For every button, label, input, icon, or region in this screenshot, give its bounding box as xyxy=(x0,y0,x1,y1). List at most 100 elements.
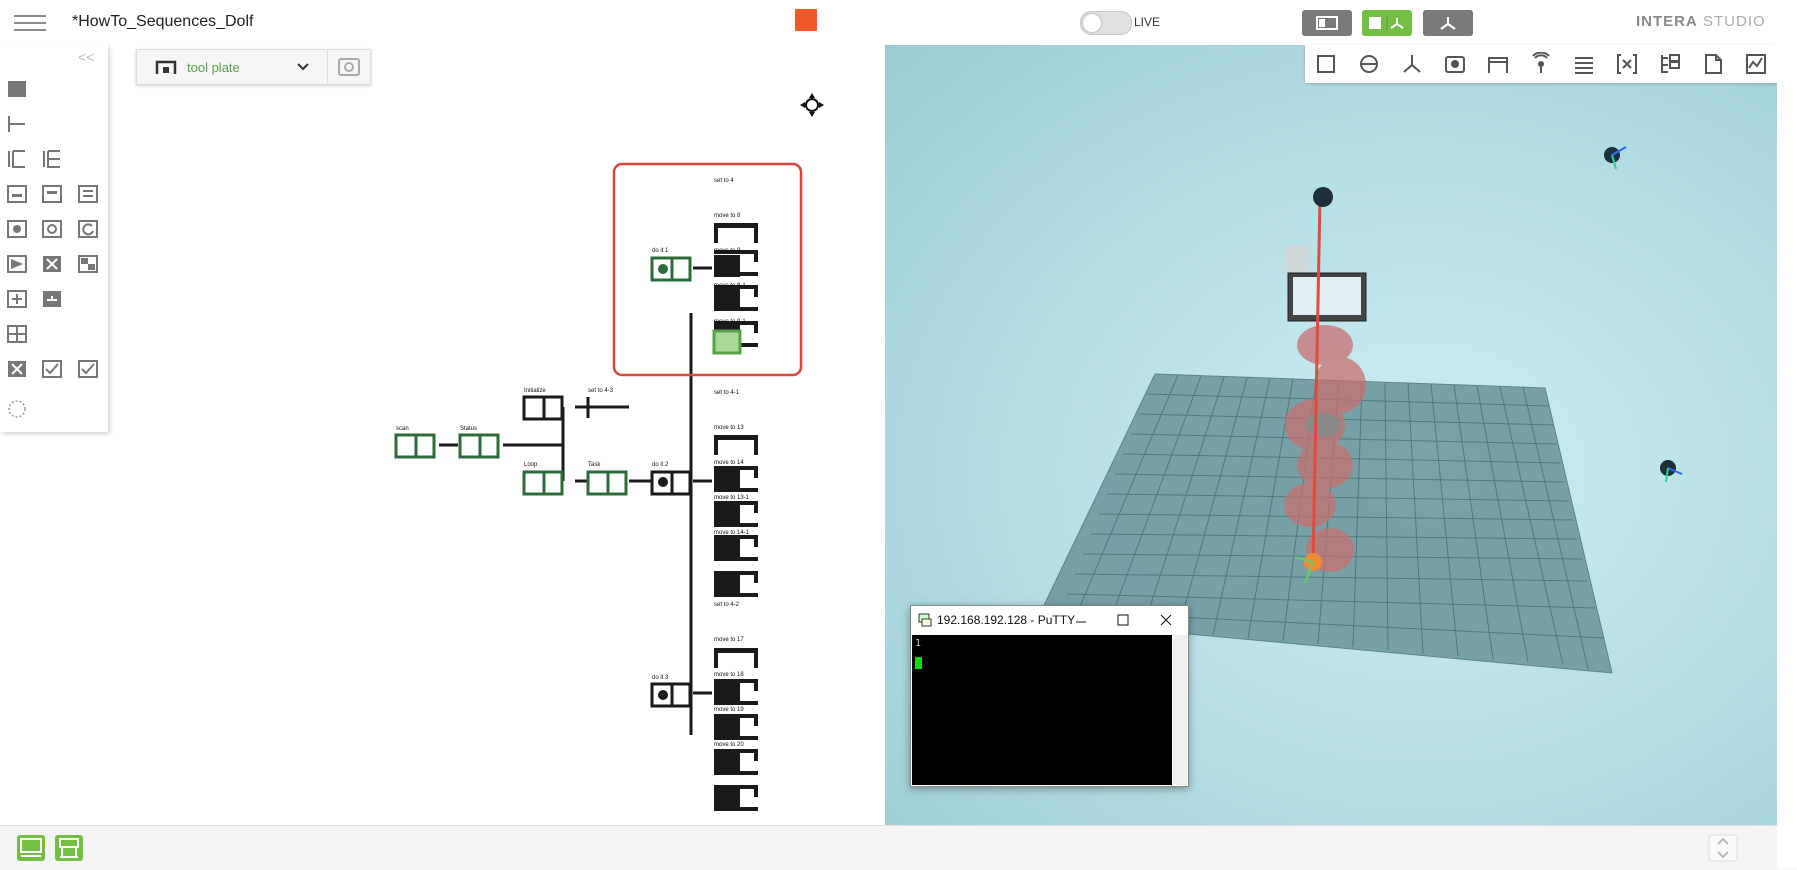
camera-view-icon[interactable] xyxy=(1443,52,1467,76)
graph-icon[interactable] xyxy=(1744,52,1768,76)
menu-icon[interactable] xyxy=(14,10,46,34)
variables-icon[interactable] xyxy=(1615,52,1639,76)
layers-icon[interactable] xyxy=(1572,52,1596,76)
divider xyxy=(327,50,328,84)
putty-terminal[interactable]: 1 xyxy=(912,635,1172,785)
viewport-toolbar xyxy=(1305,45,1777,83)
behavior-node-icon[interactable] xyxy=(7,80,27,98)
svg-text:do it 3: do it 3 xyxy=(652,675,669,681)
check-node-icon[interactable] xyxy=(78,360,98,378)
layout-split-icon[interactable] xyxy=(54,834,84,862)
toggle-knob xyxy=(1083,14,1101,32)
robot-scene xyxy=(1036,146,1683,674)
svg-text:Initialize: Initialize xyxy=(524,388,546,394)
svg-text:set to 4: set to 4 xyxy=(714,178,734,184)
tool-plate-icon xyxy=(155,60,177,74)
svg-text:do it 2: do it 2 xyxy=(652,462,669,468)
move-node-icon[interactable] xyxy=(42,185,62,203)
live-toggle[interactable] xyxy=(1080,11,1132,35)
svg-text:move to 9-1: move to 9-1 xyxy=(714,319,746,325)
window-edge xyxy=(1777,0,1797,869)
axes-toggle-icon[interactable] xyxy=(1400,52,1424,76)
svg-text:move to 14: move to 14 xyxy=(714,460,744,466)
svg-text:move to 19: move to 19 xyxy=(714,707,744,713)
move-to-node-icon[interactable] xyxy=(7,185,27,203)
fail-node-icon[interactable] xyxy=(7,360,27,378)
layout-single-icon[interactable] xyxy=(16,834,46,862)
maximize-icon[interactable] xyxy=(1116,613,1130,627)
svg-text:move to 17: move to 17 xyxy=(714,637,744,643)
bottom-bar xyxy=(0,825,1797,870)
behavior-tree-graph: scan Status Initialize set to 4-3 Loop T… xyxy=(394,162,803,811)
putty-scrollbar[interactable] xyxy=(1173,635,1187,785)
expand-panel-icon[interactable] xyxy=(1708,834,1738,862)
svg-text:move to 13-1: move to 13-1 xyxy=(714,495,750,501)
camera-icon[interactable] xyxy=(337,56,361,78)
terminal-cursor xyxy=(915,657,922,669)
success-node-icon[interactable] xyxy=(42,360,62,378)
sequence-node-icon[interactable] xyxy=(7,115,27,133)
grid-node-icon[interactable] xyxy=(7,325,27,343)
parallel-node-icon[interactable] xyxy=(42,150,62,168)
minimize-icon[interactable] xyxy=(1074,614,1088,628)
tool-selector-value: tool plate xyxy=(187,60,240,75)
svg-text:move to 8-1: move to 8-1 xyxy=(714,283,746,289)
split-view-icon xyxy=(1369,16,1404,30)
signal-icon[interactable] xyxy=(1529,52,1553,76)
wait-node-icon[interactable] xyxy=(42,255,62,273)
arc-node-icon[interactable] xyxy=(78,185,98,203)
vision-node-icon[interactable] xyxy=(78,255,98,273)
svg-text:set to 4-2: set to 4-2 xyxy=(714,602,740,608)
svg-text:Loop: Loop xyxy=(524,462,538,468)
tool-selector[interactable]: tool plate xyxy=(136,49,371,85)
tree-icon[interactable] xyxy=(1658,52,1682,76)
gripper-node-icon[interactable] xyxy=(42,220,62,238)
set-value-node-icon[interactable] xyxy=(7,290,27,308)
svg-text:Status: Status xyxy=(460,426,477,432)
project-title: *HowTo_Sequences_Dolf xyxy=(72,13,254,30)
putty-window[interactable]: 192.168.192.128 - PuTTY 1 xyxy=(910,605,1189,787)
node-palette: << xyxy=(0,45,108,432)
spinner-icon[interactable] xyxy=(7,400,27,418)
loop-node-icon[interactable] xyxy=(78,220,98,238)
live-label: LIVE xyxy=(1134,15,1161,29)
svg-text:set to 4-1: set to 4-1 xyxy=(714,390,740,396)
brand-logo: INTERA STUDIO xyxy=(1636,13,1766,30)
center-view-icon[interactable] xyxy=(799,92,825,118)
3d-view-button[interactable] xyxy=(1423,10,1473,36)
set-to-node-icon[interactable] xyxy=(7,255,27,273)
get-value-node-icon[interactable] xyxy=(42,290,62,308)
selector-node-icon[interactable] xyxy=(7,150,27,168)
split-view-button[interactable] xyxy=(1362,10,1412,36)
close-icon[interactable] xyxy=(1159,613,1173,627)
behavior-editor-icon xyxy=(1316,16,1338,30)
svg-text:move to 8: move to 8 xyxy=(714,213,741,219)
collapse-panel-button[interactable]: << xyxy=(78,49,95,65)
putty-icon xyxy=(918,613,932,627)
svg-text:set to 4-3: set to 4-3 xyxy=(588,388,614,394)
axes-icon xyxy=(1440,17,1456,30)
svg-text:Task: Task xyxy=(588,462,601,468)
svg-text:scan: scan xyxy=(396,426,409,432)
svg-text:move to 13: move to 13 xyxy=(714,425,744,431)
svg-text:do it 1: do it 1 xyxy=(652,248,669,254)
robot-3d-viewport[interactable] xyxy=(885,45,1777,825)
behavior-canvas[interactable]: scan Status Initialize set to 4-3 Loop T… xyxy=(0,45,885,825)
behavior-editor-view-button[interactable] xyxy=(1302,10,1352,36)
terminal-line: 1 xyxy=(915,638,922,649)
chevron-down-icon[interactable] xyxy=(297,62,309,72)
reach-icon[interactable] xyxy=(1357,52,1381,76)
svg-text:move to 9: move to 9 xyxy=(714,248,741,254)
frame-icon[interactable] xyxy=(1314,52,1338,76)
putty-title: 192.168.192.128 - PuTTY xyxy=(937,613,1076,627)
svg-text:move to 18: move to 18 xyxy=(714,672,744,678)
stop-button[interactable] xyxy=(795,9,817,31)
top-bar: *HowTo_Sequences_Dolf LIVE INTERA STUDIO xyxy=(0,0,1797,46)
svg-text:move to 20: move to 20 xyxy=(714,742,744,748)
do-it-node-icon[interactable] xyxy=(7,220,27,238)
selection-box xyxy=(612,162,803,377)
svg-text:move to 14-1: move to 14-1 xyxy=(714,530,750,536)
document-icon[interactable] xyxy=(1701,52,1725,76)
putty-titlebar[interactable]: 192.168.192.128 - PuTTY xyxy=(911,606,1188,634)
fixture-icon[interactable] xyxy=(1486,52,1510,76)
